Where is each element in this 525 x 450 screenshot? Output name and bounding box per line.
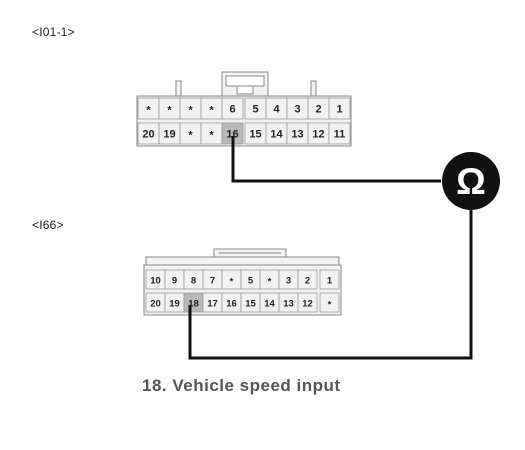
pin-number-label: 3 <box>294 104 300 116</box>
pin-number-label: 17 <box>207 299 218 310</box>
pin-number-label: 9 <box>172 276 177 287</box>
pin-unused-label: * <box>328 300 332 311</box>
ohmmeter-body <box>442 152 500 210</box>
pin-number-label: 14 <box>270 129 283 141</box>
pin-cell <box>328 122 351 145</box>
pin-unused-label: * <box>209 130 214 142</box>
ohm-symbol: Ω <box>456 161 486 202</box>
pin-unused-label: * <box>230 277 234 288</box>
pin-number-label: 12 <box>312 129 324 141</box>
diagram-caption: 18. Vehicle speed input <box>142 376 341 395</box>
pin-cell <box>297 269 318 290</box>
ohmmeter-icon: Ω <box>442 152 500 210</box>
pin-cell <box>297 292 318 313</box>
pin-number-label: 13 <box>283 299 294 310</box>
pin-number-label: 18 <box>188 299 199 310</box>
pin-unused-label: * <box>209 105 214 117</box>
pin-number-label: 15 <box>245 299 256 310</box>
connector-lock-window <box>225 75 265 87</box>
pin-number-label: 5 <box>252 104 258 116</box>
pin-cell <box>328 97 351 120</box>
pin-number-label: 6 <box>229 104 235 116</box>
test-lead-wire-i66 <box>188 209 473 360</box>
pin-number-label: 16 <box>226 299 237 310</box>
pin-cell <box>319 269 340 290</box>
latch-tab <box>175 80 182 98</box>
pin-number-label: 3 <box>286 276 291 287</box>
pin-number-label: 14 <box>264 299 275 310</box>
pin-number-label: 12 <box>302 299 313 310</box>
latch-tab <box>310 80 317 98</box>
pin-unused-label: * <box>167 105 172 117</box>
connector-label-i66: <I66> <box>32 218 64 232</box>
pin-cell <box>221 97 244 120</box>
pin-number-label: 19 <box>163 129 175 141</box>
connector-label-i01-1: <I01-1> <box>32 25 75 39</box>
pin-number-label: 15 <box>249 129 261 141</box>
pin-unused-label: * <box>146 105 151 117</box>
pin-number-label: 19 <box>169 299 180 310</box>
pin-number-label: 7 <box>210 276 215 287</box>
pin-cell <box>319 292 340 313</box>
pin-number-label: 16 <box>226 129 238 141</box>
pin-number-label: 8 <box>191 276 196 287</box>
pin-number-label: 10 <box>150 276 161 287</box>
pin-number-label: 5 <box>248 276 254 287</box>
pin-number-label: 1 <box>327 276 333 287</box>
test-lead-wire-i01-1 <box>231 136 441 183</box>
pin-number-label: 4 <box>273 104 280 116</box>
pin-unused-label: * <box>268 277 272 288</box>
pin-number-label: 2 <box>315 104 321 116</box>
pin-number-label: 2 <box>305 276 310 287</box>
pin-number-label: 1 <box>336 104 342 116</box>
pin-unused-label: * <box>188 130 193 142</box>
pin-number-label: 13 <box>291 129 303 141</box>
pin-number-label: 11 <box>334 129 346 141</box>
pin-unused-label: * <box>188 105 193 117</box>
pin-number-label: 20 <box>142 129 154 141</box>
pin-number-label: 20 <box>150 299 161 310</box>
connector-lock-key <box>236 85 254 95</box>
